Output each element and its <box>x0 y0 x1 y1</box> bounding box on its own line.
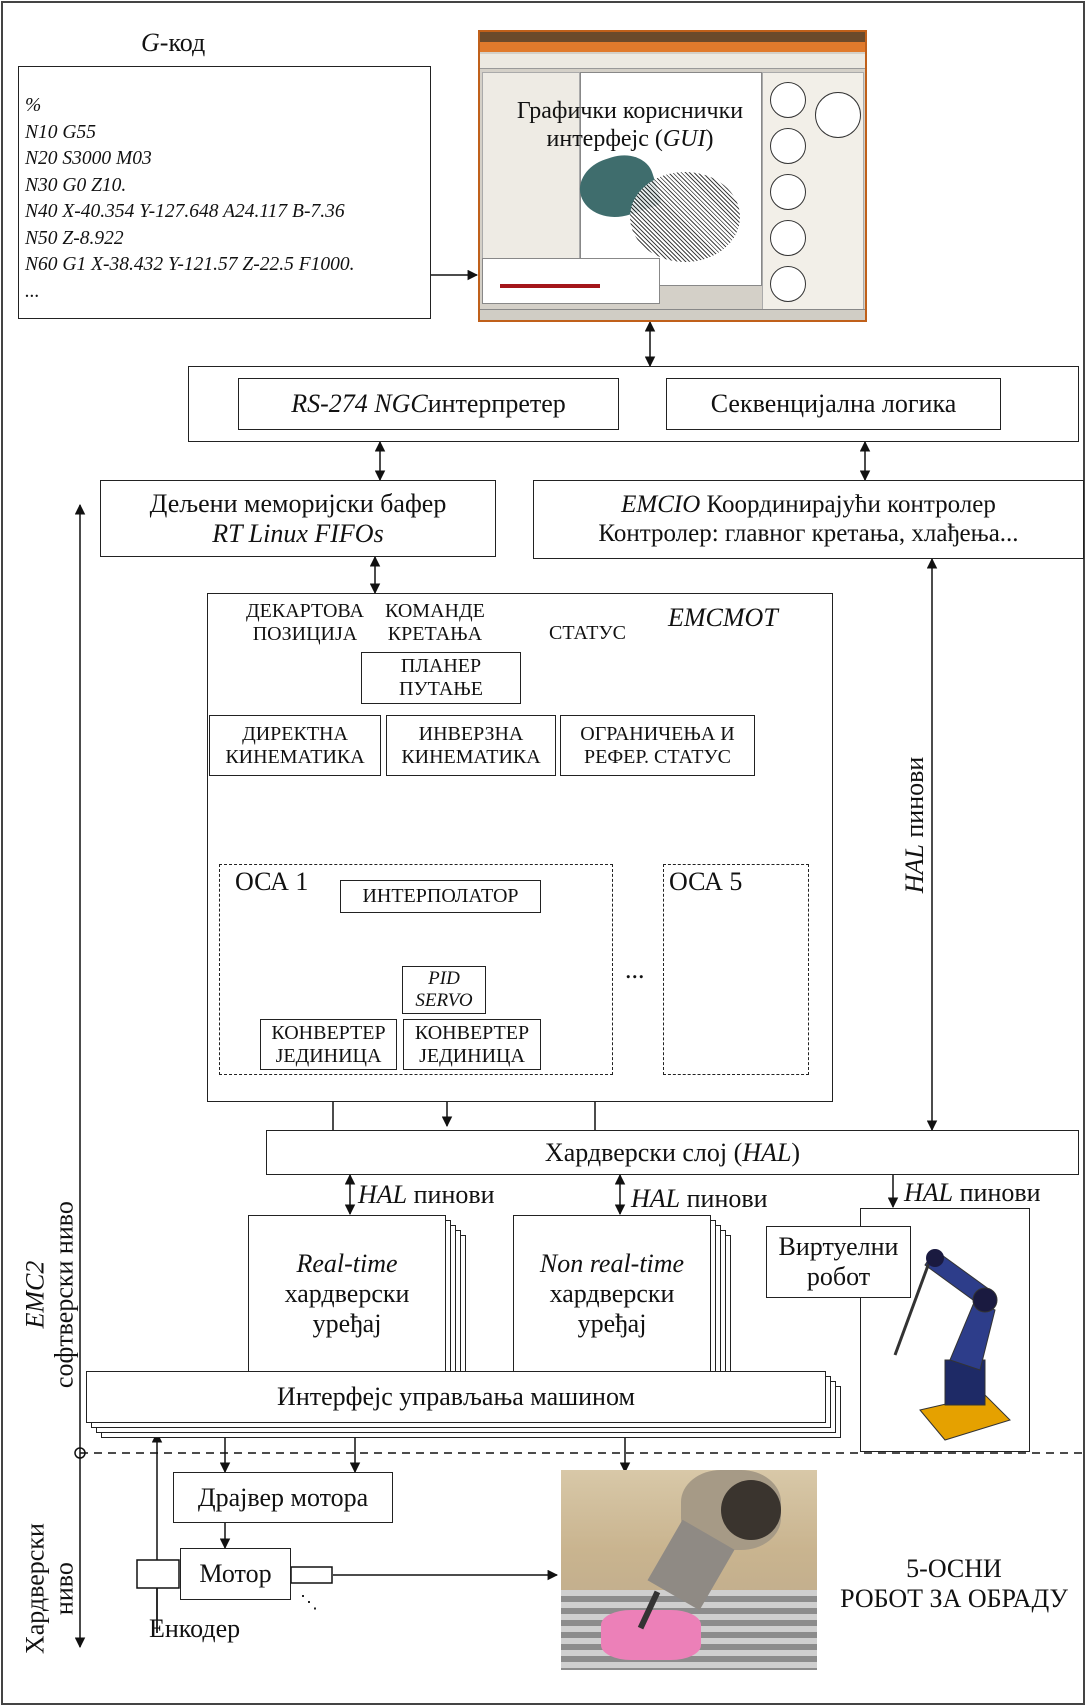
gcode-line: N50 Z-8.922 <box>25 227 124 249</box>
emcmot-label: EMCMOT <box>668 603 778 632</box>
gcode-line: N40 X-40.354 Y-127.648 A24.117 B-7.36 <box>25 201 345 222</box>
robot-photo <box>561 1470 817 1670</box>
gcode-line: N20 S3000 M03 <box>25 148 152 169</box>
gcode-line: % <box>25 95 42 116</box>
axes-ellipsis: ... <box>625 955 645 984</box>
axis5-group <box>663 864 809 1075</box>
encoder-label: Енкодер <box>149 1614 241 1643</box>
gcode-line: N60 G1 X-38.432 Y-121.57 Z-22.5 F1000. <box>25 254 355 275</box>
gcode-line: ... <box>25 280 40 302</box>
axis5-label: ОСА 5 <box>669 867 743 896</box>
interpreter-box: RS-274 NGC интерпретер <box>238 378 619 430</box>
hal-pins-label-1: HAL пинови <box>358 1180 495 1209</box>
interpolator-box: ИНТЕРПОЛАТОР <box>340 880 541 913</box>
axis1-label: ОСА 1 <box>235 867 309 896</box>
machine-interface-box: Интерфејс управљања машином <box>86 1371 826 1423</box>
gcode-title: G-код <box>141 28 206 57</box>
status-label: СТАТУС <box>549 622 626 644</box>
gcode-listing: % N10 G55 N20 S3000 M03 N30 G0 Z10. N40 … <box>18 66 431 319</box>
shared-buffer-box: Дељени меморијски бафер RT Linux FIFOs <box>100 480 496 557</box>
hal-pins-label-2: HAL пинови <box>631 1184 768 1213</box>
hal-pins-label-3: HAL пинови <box>904 1178 1041 1207</box>
svg-text:⋱: ⋱ <box>300 1592 318 1612</box>
motor-driver-box: Драјвер мотора <box>173 1472 393 1523</box>
emcio-box: EMCIO Координирајући контролер Контролер… <box>533 480 1084 559</box>
gcode-line: N10 G55 <box>25 121 96 143</box>
hal-pins-vertical-label: HAL пинови <box>900 756 930 894</box>
hal-layer-box: Хардверски слој (HAL) <box>266 1130 1079 1175</box>
gui-screenshot <box>478 30 867 322</box>
gui-label: Графички кориснички интерфејс (GUI) <box>516 98 744 152</box>
gcode-line: N30 G0 Z10. <box>25 174 127 196</box>
sequential-logic-box: Секвенцијална логика <box>666 378 1001 430</box>
motor-box: Мотор <box>180 1548 291 1600</box>
axis1-group <box>219 864 613 1075</box>
